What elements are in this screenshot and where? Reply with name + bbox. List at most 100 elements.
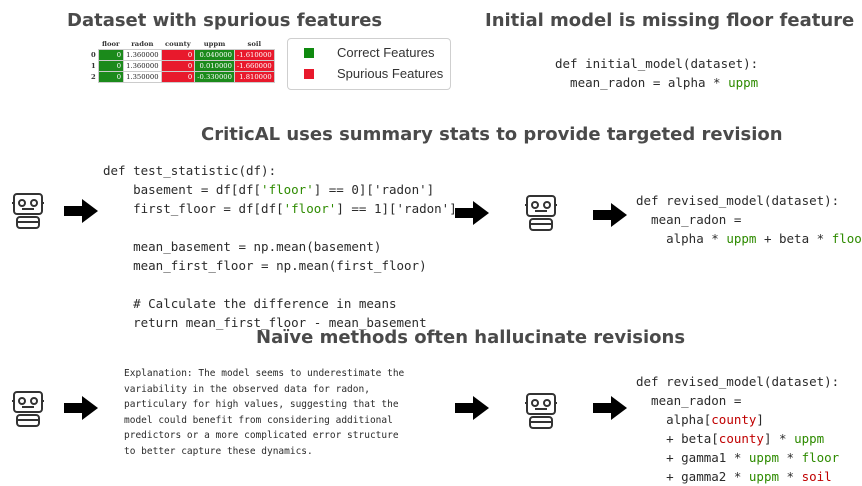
code-text: * [779, 469, 802, 484]
correct-feature-token: 'floor' [283, 201, 337, 216]
text-line: variability in the observed data for rad… [124, 383, 370, 395]
code-text: + beta[ [636, 431, 719, 446]
dataset-table: floor radon county uppm soil 0 0 1.36000… [90, 39, 275, 83]
table-cell: 1.350000 [123, 71, 162, 83]
code-line: mean_first_floor = np.mean(first_floor) [103, 258, 427, 273]
code-line: def revised_model(dataset): [636, 193, 840, 208]
table-cell: 0 [160, 60, 196, 72]
table-cell: 0.010000 [194, 60, 235, 72]
table-cell: 1.360000 [123, 49, 162, 61]
blank-line [103, 275, 457, 294]
dataset-title: Dataset with spurious features [67, 10, 383, 31]
correct-feature-token: uppm [794, 431, 825, 446]
revised-model-code: def revised_model(dataset): mean_radon =… [636, 191, 862, 248]
code-line: def test_statistic(df): [103, 163, 277, 178]
table-cell: 1.810000 [233, 71, 275, 83]
feature-legend: Correct Features Spurious Features [287, 38, 451, 90]
code-text: ] * [763, 431, 795, 446]
column-header: radon [131, 40, 154, 48]
arrow-right-icon [64, 396, 98, 424]
code-line: return mean_first_floor - mean_basement [103, 315, 427, 330]
code-text: basement = df[df[ [103, 182, 262, 197]
table-header-row: floor radon county uppm soil [90, 39, 274, 50]
row-index: 2 [91, 73, 96, 81]
code-line: basement = df[df['floor'] == 0]['radon'] [103, 180, 457, 199]
hallucinated-model-code: def revised_model(dataset): mean_radon =… [636, 372, 839, 486]
code-comment: # Calculate the difference in means [103, 296, 397, 311]
table-row: 0 0 1.360000 0 0.040000 -1.610000 [90, 49, 275, 61]
legend-label: Spurious Features [337, 66, 444, 81]
code-text: + beta * [756, 231, 832, 246]
text-line: model could benefit from considering add… [124, 414, 393, 426]
table-cell: 0 [160, 71, 196, 83]
column-header: soil [247, 40, 262, 48]
code-line: def initial_model(dataset): [555, 56, 759, 71]
code-line: first_floor = df[df['floor'] == 1]['rado… [103, 199, 457, 218]
legend-item-correct: Correct Features [304, 45, 435, 60]
table-cell: 0.040000 [194, 49, 235, 61]
text-line: particulary for high values, suggesting … [124, 399, 399, 410]
red-swatch-icon [304, 69, 314, 79]
text-line: predictors or a more complicated error s… [124, 430, 399, 441]
robot-icon [523, 193, 559, 237]
code-text: mean_radon = alpha * [555, 75, 729, 90]
explanation-text: Explanation: The model seems to underest… [124, 366, 404, 459]
code-line: alpha * uppm + beta * floor [636, 229, 862, 248]
code-text: * [779, 450, 802, 465]
arrow-right-icon [64, 199, 98, 227]
arrow-right-icon [593, 203, 627, 231]
green-swatch-icon [304, 48, 314, 58]
spurious-feature-token: soil [801, 469, 832, 484]
test-statistic-code: def test_statistic(df): basement = df[df… [103, 161, 457, 332]
table-cell: -0.330000 [194, 71, 235, 83]
code-line: mean_radon = [636, 212, 742, 227]
text-line: Explanation: The model seems to underest… [124, 368, 405, 379]
code-line: + gamma1 * uppm * floor [636, 448, 839, 467]
text-line: to better capture these dynamics. [124, 445, 313, 457]
initial-model-code: def initial_model(dataset): mean_radon =… [555, 54, 758, 92]
robot-icon [10, 389, 46, 433]
table-cell: 0 [160, 49, 196, 61]
table-cell: 0 [97, 60, 125, 72]
code-line: alpha[county] [636, 410, 839, 429]
code-line: mean_basement = np.mean(basement) [103, 239, 382, 254]
legend-label: Correct Features [337, 45, 435, 60]
code-line: + beta[county] * uppm [636, 429, 839, 448]
table-cell: 1.360000 [123, 60, 162, 72]
code-line: + gamma2 * uppm * soil [636, 467, 839, 486]
critical-title: CriticAL uses summary stats to provide t… [201, 124, 783, 145]
correct-feature-token: uppm [748, 450, 779, 465]
row-index: 1 [91, 62, 96, 70]
code-text: ] == 0]['radon'] [313, 182, 435, 197]
legend-item-spurious: Spurious Features [304, 66, 443, 81]
correct-feature-token: uppm [748, 469, 779, 484]
blank-line [103, 218, 457, 237]
code-text: alpha * [636, 231, 727, 246]
row-index: 0 [91, 51, 96, 59]
correct-feature-token: floor [801, 450, 840, 465]
table-cell: 0 [97, 49, 125, 61]
arrow-right-icon [455, 396, 489, 424]
table-cell: 0 [97, 71, 125, 83]
code-line: mean_radon = [636, 393, 742, 408]
column-header: uppm [203, 40, 226, 48]
arrow-right-icon [455, 201, 489, 229]
spurious-feature-token: county [718, 431, 764, 446]
table-row: 2 0 1.350000 0 -0.330000 1.810000 [90, 71, 275, 83]
code-text: alpha[ [636, 412, 712, 427]
initial-model-title: Initial model is missing floor feature [485, 10, 855, 31]
code-line: mean_radon = alpha * uppm [555, 73, 758, 92]
naive-title: Naïve methods often hallucinate revision… [256, 327, 686, 348]
column-header: county [165, 40, 191, 48]
code-text: + gamma1 * [636, 450, 749, 465]
correct-feature-token: 'floor' [261, 182, 314, 197]
spurious-feature-token: county [711, 412, 757, 427]
table-cell: -1.660000 [233, 60, 275, 72]
robot-icon [10, 191, 46, 235]
code-text: ] [756, 412, 764, 427]
robot-icon [523, 391, 559, 435]
code-text: first_floor = df[df[ [103, 201, 284, 216]
table-row: 1 0 1.360000 0 0.010000 -1.660000 [90, 60, 275, 72]
code-text: ] == 1]['radon'] [336, 201, 457, 216]
arrow-right-icon [593, 396, 627, 424]
